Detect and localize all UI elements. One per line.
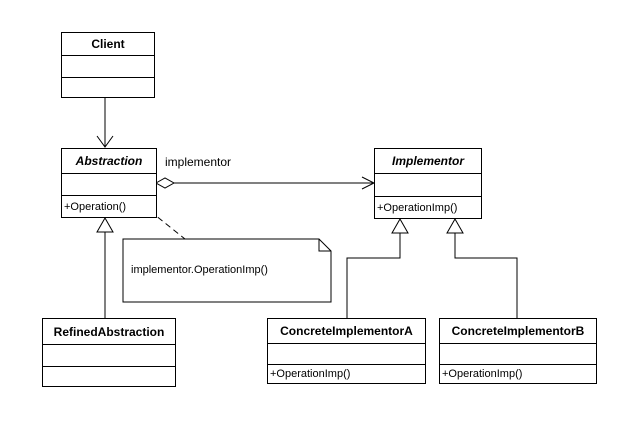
note-text: implementor.OperationImp() <box>131 264 268 276</box>
aggregation-diamond <box>154 177 176 189</box>
association-label: implementor <box>165 155 232 169</box>
generalization-triangle <box>391 217 409 234</box>
operations-section <box>43 366 175 386</box>
attributes-section <box>43 344 175 366</box>
note-shape <box>122 238 332 303</box>
generalization-triangle <box>446 217 464 234</box>
class-name: ConcreteImplementorB <box>451 324 585 338</box>
client-class: Client <box>61 32 155 98</box>
note-link <box>149 210 186 240</box>
implementor-class: Implementor +OperationImp() <box>374 148 482 219</box>
operation: +OperationImp() <box>375 196 481 218</box>
concrete-implementor-a-class: ConcreteImplementorA +OperationImp() <box>267 318 426 384</box>
operation: +OperationImp() <box>440 364 596 383</box>
refined-abstraction-class: RefinedAbstraction <box>42 318 176 387</box>
attributes-section <box>375 173 481 196</box>
generalization-edge <box>346 233 401 318</box>
attributes-section <box>62 173 156 195</box>
class-name: Implementor <box>391 154 464 168</box>
class-name: RefinedAbstraction <box>53 324 165 339</box>
open-arrowhead <box>96 135 114 148</box>
generalization-triangle <box>96 216 114 233</box>
attributes-section <box>268 343 425 364</box>
concrete-implementor-b-class: ConcreteImplementorB +OperationImp() <box>439 318 597 384</box>
class-name: Client <box>91 37 125 51</box>
class-name: ConcreteImplementorA <box>280 324 413 338</box>
attributes-section <box>440 343 596 364</box>
operation: +Operation() <box>62 195 156 217</box>
operations-section <box>62 77 154 97</box>
operation: +OperationImp() <box>268 364 425 383</box>
class-name: Abstraction <box>75 154 143 168</box>
note-fold <box>318 239 331 252</box>
generalization-edge <box>454 233 518 318</box>
attributes-section <box>62 55 154 77</box>
abstraction-class: Abstraction +Operation() <box>61 148 157 218</box>
